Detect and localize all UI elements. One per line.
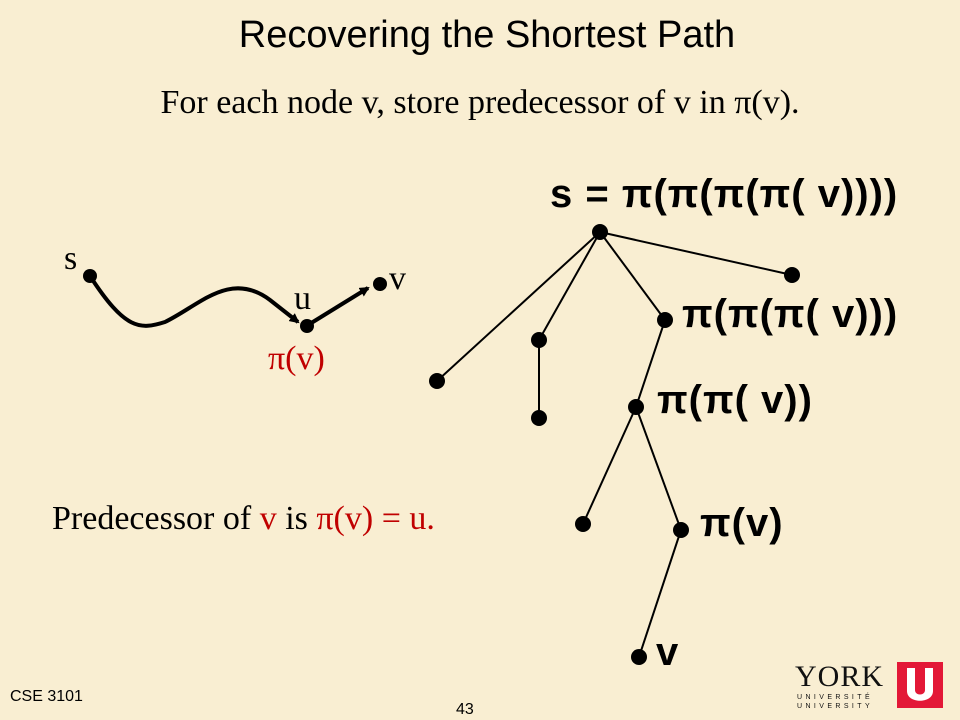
logo-u-icon [897, 662, 943, 708]
tree-nodes [429, 224, 800, 665]
tree-edge [635, 319, 666, 408]
slide-subtitle: For each node v, store predecessor of v … [160, 84, 800, 121]
tree-node-level2 [628, 399, 644, 415]
tree-node-root [592, 224, 608, 240]
tree-node [429, 373, 445, 389]
footer-course: CSE 3101 [10, 688, 83, 705]
tree-node [784, 267, 800, 283]
tree-node [531, 410, 547, 426]
label-u: u [294, 280, 311, 317]
slide-title: Recovering the Shortest Path [238, 14, 736, 56]
tree-label-leaf: v [656, 630, 680, 674]
node-v [373, 277, 387, 291]
pred-value: π(v) = u. [316, 500, 435, 537]
tree-node-leaf [631, 649, 647, 665]
tree-edge [582, 406, 637, 525]
label-v: v [389, 260, 406, 297]
pred-prefix: Predecessor of [52, 500, 260, 537]
predecessor-statement: Predecessor of v is π(v) = u. [52, 500, 435, 538]
tree-edge [599, 231, 793, 276]
node-s [83, 269, 97, 283]
tree-edge [599, 231, 666, 321]
edge-u-to-v [306, 286, 370, 327]
logo-line2: UNIVERSITY [797, 703, 874, 710]
pred-v: v [259, 500, 277, 537]
node-u [300, 319, 314, 333]
tree-edge [538, 231, 601, 341]
footer-page-number: 43 [456, 701, 474, 718]
tree-node [531, 332, 547, 348]
york-university-logo: YORK UNIVERSITÉ UNIVERSITY [795, 660, 945, 712]
shortest-path-tree [436, 231, 793, 658]
tree-edge [436, 231, 601, 382]
tree-label-root: s = π(π(π(π( v)))) [550, 172, 899, 216]
tree-node [575, 516, 591, 532]
pred-is: is [276, 500, 317, 537]
tree-edge [635, 406, 682, 531]
label-s: s [64, 240, 78, 277]
path-curve-s-to-u [88, 274, 300, 328]
tree-edge [638, 529, 682, 658]
tree-label-level1: π(π(π( v))) [682, 292, 899, 336]
logo-wordmark: YORK [795, 660, 885, 693]
logo-line1: UNIVERSITÉ [797, 694, 874, 701]
logo-u-glyph [907, 668, 933, 701]
label-pi-v: π(v) [268, 340, 325, 377]
tree-label-level2: π(π( v)) [657, 378, 813, 422]
tree-node-level1 [657, 312, 673, 328]
tree-label-level3: π(v) [700, 501, 784, 545]
tree-node-level3 [673, 522, 689, 538]
